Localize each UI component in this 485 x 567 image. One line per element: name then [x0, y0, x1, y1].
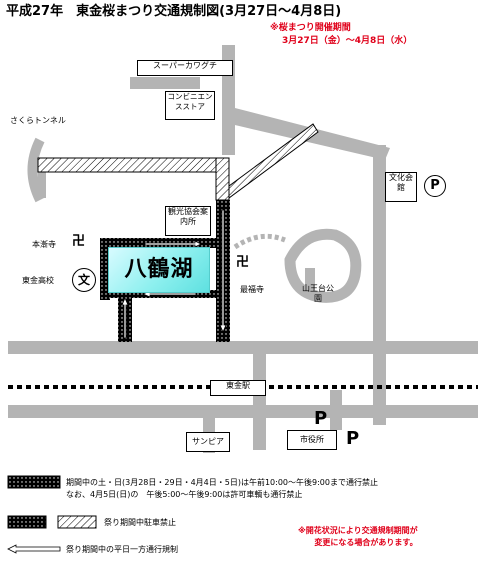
map-title: 平成27年 東金桜まつり交通規制図(3月27日～4月8日) — [6, 4, 342, 19]
no-parking-road-horizontal — [37, 157, 221, 173]
legend-one-way-arrow — [7, 544, 61, 554]
city-hall-box: 市役所 — [287, 430, 337, 450]
notice-line-2: 変更になる場合があります。 — [314, 538, 418, 547]
legend-restricted-text: 期間中の土・日(3月28日・29日・4月4日・5日)は午前10:00～午後9:0… — [66, 478, 378, 487]
sakura-tunnel-label: さくらトンネル — [10, 116, 66, 125]
bunka-kaikan-box: 文化会館 — [385, 172, 417, 202]
legend-restricted-note: なお、4月5日(日)の 午後5:00～午後9:00は許可車輌も通行禁止 — [66, 490, 303, 499]
road-right-vertical — [373, 145, 386, 425]
parking-icon: P — [314, 408, 328, 429]
temple-icon: 卍 — [236, 255, 250, 270]
temple-icon: 卍 — [72, 234, 86, 249]
legend-one-way-text: 祭り期間中の平日一方通行規制 — [66, 545, 178, 554]
legend-no-parking-hatched — [57, 515, 97, 529]
super-kawaguchi-box: スーパーカワグチ — [137, 60, 233, 76]
lake-hakkakuko: 八鶴湖 — [108, 247, 210, 293]
convenience-store-box: コンビニエンスストア — [165, 91, 215, 120]
festival-period-dates: 3月27日（金）～4月8日（水） — [282, 36, 413, 46]
no-parking-road-vertical — [215, 157, 230, 201]
togane-station-box: 東金駅 — [210, 380, 266, 396]
roads — [8, 45, 478, 453]
road-top — [130, 77, 200, 89]
festival-period-heading: ※桜まつり開催期間 — [270, 23, 351, 33]
one-way-arrow-top — [144, 240, 202, 248]
honshinji-label: 本漸寺 — [32, 240, 56, 249]
dashed-path-saifukuji — [233, 233, 286, 250]
festival-period: ※桜まつり開催期間 3月27日（金）～4月8日（水） — [270, 22, 412, 48]
restricted-road-left — [100, 238, 110, 300]
legend-no-parking-text: 祭り期間中駐車禁止 — [104, 518, 176, 527]
notice: ※開花状況により交通規制期間が 変更になる場合があります。 — [298, 525, 418, 549]
legend-no-parking-black — [7, 515, 47, 529]
sunpia-box: サンピア — [186, 432, 230, 452]
kanko-kyokai-box: 観光協会案内所 — [165, 206, 211, 236]
togane-high-label: 東金高校 — [22, 276, 54, 285]
sannodai-park-label: 山王台公園 — [302, 284, 334, 303]
road-cityhall — [330, 390, 342, 430]
road-main-2 — [8, 405, 478, 418]
road-park-stub — [305, 268, 315, 298]
parking-icon: P — [424, 175, 446, 197]
no-parking-road-diagonal — [228, 123, 319, 199]
school-icon: 文 — [72, 268, 96, 292]
road-sakura-left — [38, 158, 46, 198]
sakura-tunnel-curve — [27, 137, 45, 203]
road-main-1 — [8, 341, 478, 354]
saifukuji-label: 最福寺 — [240, 285, 264, 294]
notice-line-1: ※開花状況により交通規制期間が — [298, 526, 418, 535]
legend-restricted-symbol — [7, 475, 61, 489]
one-way-arrow-left — [121, 296, 129, 339]
one-way-arrow-right — [219, 209, 227, 334]
road-loop — [284, 228, 362, 303]
road-vertical-center — [253, 350, 266, 450]
parking-icon: P — [346, 428, 360, 449]
